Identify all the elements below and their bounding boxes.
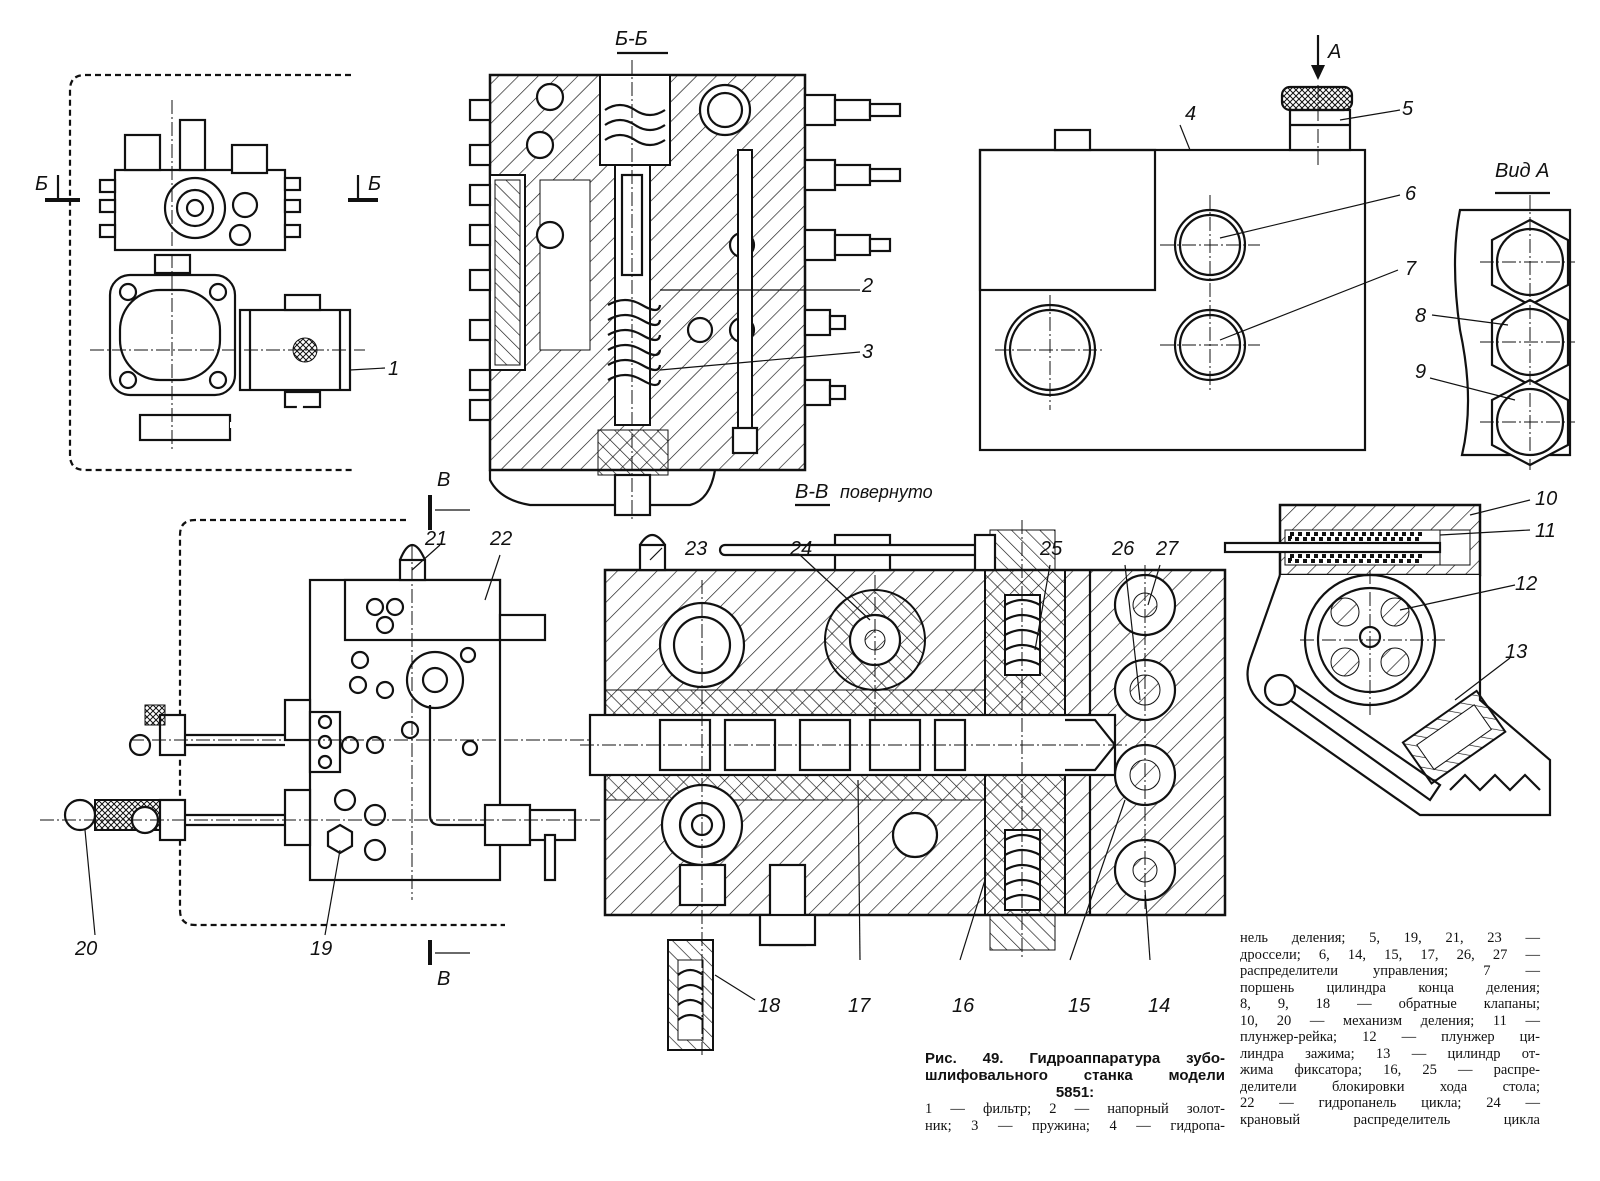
caption-legend-line: линдра зажима; 13 — цилиндр от-: [1240, 1045, 1540, 1062]
part-label-26: 26: [1111, 538, 1135, 560]
part-label-2: 2: [861, 275, 873, 297]
caption-legend-line: плунжер-рейка; 12 — плунжер ци-: [1240, 1029, 1540, 1045]
part-label-7: 7: [1405, 258, 1417, 280]
caption-legend-line: жима фиксатора; 16, 25 — распре-: [1240, 1062, 1540, 1078]
caption-legend-line: делители блокировки хода стола;: [1240, 1078, 1540, 1095]
part-label-10: 10: [1535, 488, 1557, 510]
caption-legend-line: нель деления; 5, 19, 21, 23 —: [1240, 930, 1540, 946]
cut-b-right-label: Б: [368, 173, 381, 195]
part-label-13: 13: [1505, 641, 1527, 663]
part-label-4: 4: [1185, 103, 1196, 125]
part-label-6: 6: [1405, 183, 1417, 205]
cut-b-left-label: Б: [35, 173, 48, 195]
view-a-title: Вид А: [1495, 160, 1549, 182]
part-label-17: 17: [848, 995, 871, 1017]
part-label-11: 11: [1535, 520, 1556, 542]
caption-legend-line: 22 — гидропанель цикла; 24 —: [1240, 1095, 1540, 1111]
section-b-b-view: Б-Б: [468, 28, 902, 520]
caption-legend-line: 1 — фильтр; 2 — напорный золот-: [925, 1101, 1225, 1117]
caption-legend-continued: нель деления; 5, 19, 21, 23 — дроссели; …: [1240, 930, 1540, 1128]
part-label-3: 3: [862, 341, 873, 363]
caption-legend-line: ник; 3 — пружина; 4 — гидропа-: [925, 1118, 1225, 1134]
part-label-14: 14: [1148, 995, 1170, 1017]
caption-title-line3: 5851:: [1055, 1084, 1095, 1101]
figure-caption: Рис. 49. Гидроаппаратура зубо- шлифоваль…: [925, 1050, 1225, 1135]
part-label-9: 9: [1415, 361, 1426, 383]
part-label-8: 8: [1415, 305, 1426, 327]
cut-v-top-label: В: [437, 469, 450, 491]
caption-legend-line: дроссели; 6, 14, 15, 17, 26, 27 —: [1240, 946, 1540, 963]
section-v-v-title: В-В: [795, 481, 828, 503]
caption-title-line1: Рис. 49. Гидроаппаратура зубо-: [925, 1050, 1225, 1067]
part-label-20: 20: [74, 938, 97, 960]
part-label-15: 15: [1068, 995, 1091, 1017]
part-label-12: 12: [1515, 573, 1537, 595]
part-label-27: 27: [1155, 538, 1179, 560]
part-label-5: 5: [1402, 98, 1414, 120]
caption-legend-line: поршень цилиндра конца деления;: [1240, 979, 1540, 996]
caption-legend-line: распределители управления; 7 —: [1240, 963, 1540, 979]
cut-v-bottom-label: В: [437, 968, 450, 990]
section-b-b-title: Б-Б: [615, 28, 648, 50]
part-label-23: 23: [684, 538, 707, 560]
part-label-21: 21: [424, 528, 447, 550]
part-label-25: 25: [1039, 538, 1063, 560]
part-label-1: 1: [388, 358, 399, 380]
filter-view: [45, 73, 386, 472]
caption-title-line2: шлифовального станка модели: [925, 1067, 1225, 1084]
part-label-18: 18: [758, 995, 780, 1017]
cycle-panel-view: [40, 495, 600, 965]
part-label-22: 22: [489, 528, 512, 550]
part-label-19: 19: [310, 938, 332, 960]
arrow-a-label: А: [1327, 41, 1341, 63]
section-v-v-view: В-В повернуто: [580, 481, 1227, 1055]
part-label-24: 24: [789, 538, 812, 560]
caption-legend-line: 8, 9, 18 — обратные клапаны;: [1240, 996, 1540, 1012]
caption-legend-line: 10, 20 — механизм деления; 11 —: [1240, 1012, 1540, 1029]
caption-legend-line: крановый распределитель цикла: [1240, 1111, 1540, 1128]
part-label-16: 16: [952, 995, 975, 1017]
division-mechanism-view: [1223, 499, 1552, 817]
view-a: Вид А: [1429, 160, 1575, 470]
section-v-v-note: повернуто: [840, 482, 933, 502]
division-panel-view: [978, 35, 1401, 452]
